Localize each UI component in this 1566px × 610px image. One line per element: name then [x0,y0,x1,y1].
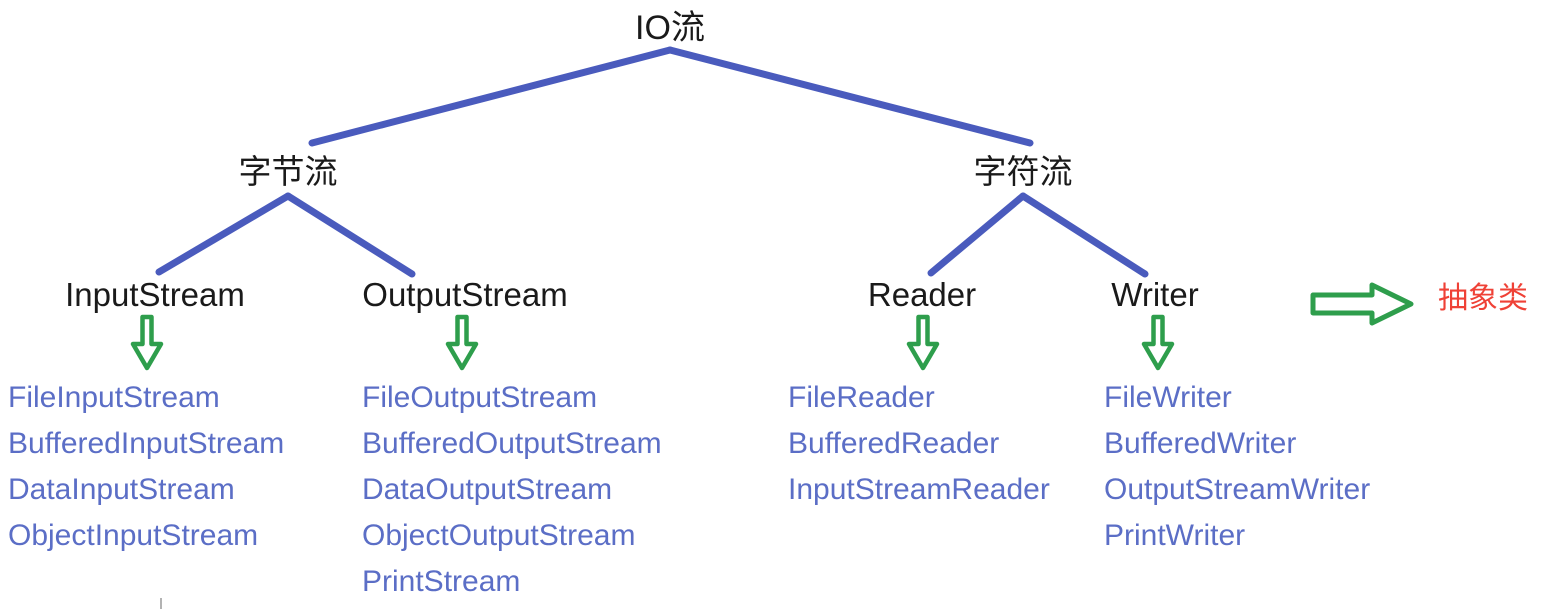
leaf-class-name: FileOutputStream [362,381,598,414]
leaf-class-name: DataOutputStream [362,473,613,506]
node-reader: Reader [867,276,977,313]
edge-root-to-byte-stream [308,46,674,147]
node-input-stream: InputStream [65,276,245,313]
legend-label-abstract-class: 抽象类 [1438,282,1528,315]
edge-byte-stream-to-output-stream [284,192,416,278]
page-artifact-mark [160,598,162,609]
node-writer: Writer [1111,276,1199,313]
node-char-stream: 字符流 [973,153,1073,190]
down-arrow-icon-reader [906,314,940,372]
leaf-class-name: ObjectInputStream [8,519,259,552]
leaf-class-name: PrintWriter [1104,519,1246,552]
node-byte-stream: 字节流 [238,153,338,190]
leaf-class-name: PrintStream [362,565,521,598]
leaf-class-name: BufferedOutputStream [362,427,662,460]
edge-char-stream-to-writer [1019,192,1149,278]
leaf-class-name: BufferedReader [788,427,1000,460]
leaf-class-name: ObjectOutputStream [362,519,636,552]
leaf-class-name: BufferedInputStream [8,427,285,460]
edge-byte-stream-to-input-stream [155,192,292,276]
leaf-class-name: FileWriter [1104,381,1232,414]
down-arrow-icon-writer [1141,314,1175,372]
leaf-class-name: FileInputStream [8,381,220,414]
leaf-class-name: FileReader [788,381,935,414]
edge-char-stream-to-reader [927,192,1027,277]
node-io-stream-root: IO流 [635,9,705,47]
down-arrow-icon-output-stream [445,314,479,372]
leaf-class-name: DataInputStream [8,473,235,506]
down-arrow-icon-input-stream [130,314,164,372]
edge-root-to-char-stream [666,46,1034,147]
node-output-stream: OutputStream [362,276,568,313]
leaf-class-name: OutputStreamWriter [1104,473,1371,506]
right-arrow-icon-legend [1310,282,1414,326]
leaf-class-name: InputStreamReader [788,473,1050,506]
leaf-class-name: BufferedWriter [1104,427,1297,460]
